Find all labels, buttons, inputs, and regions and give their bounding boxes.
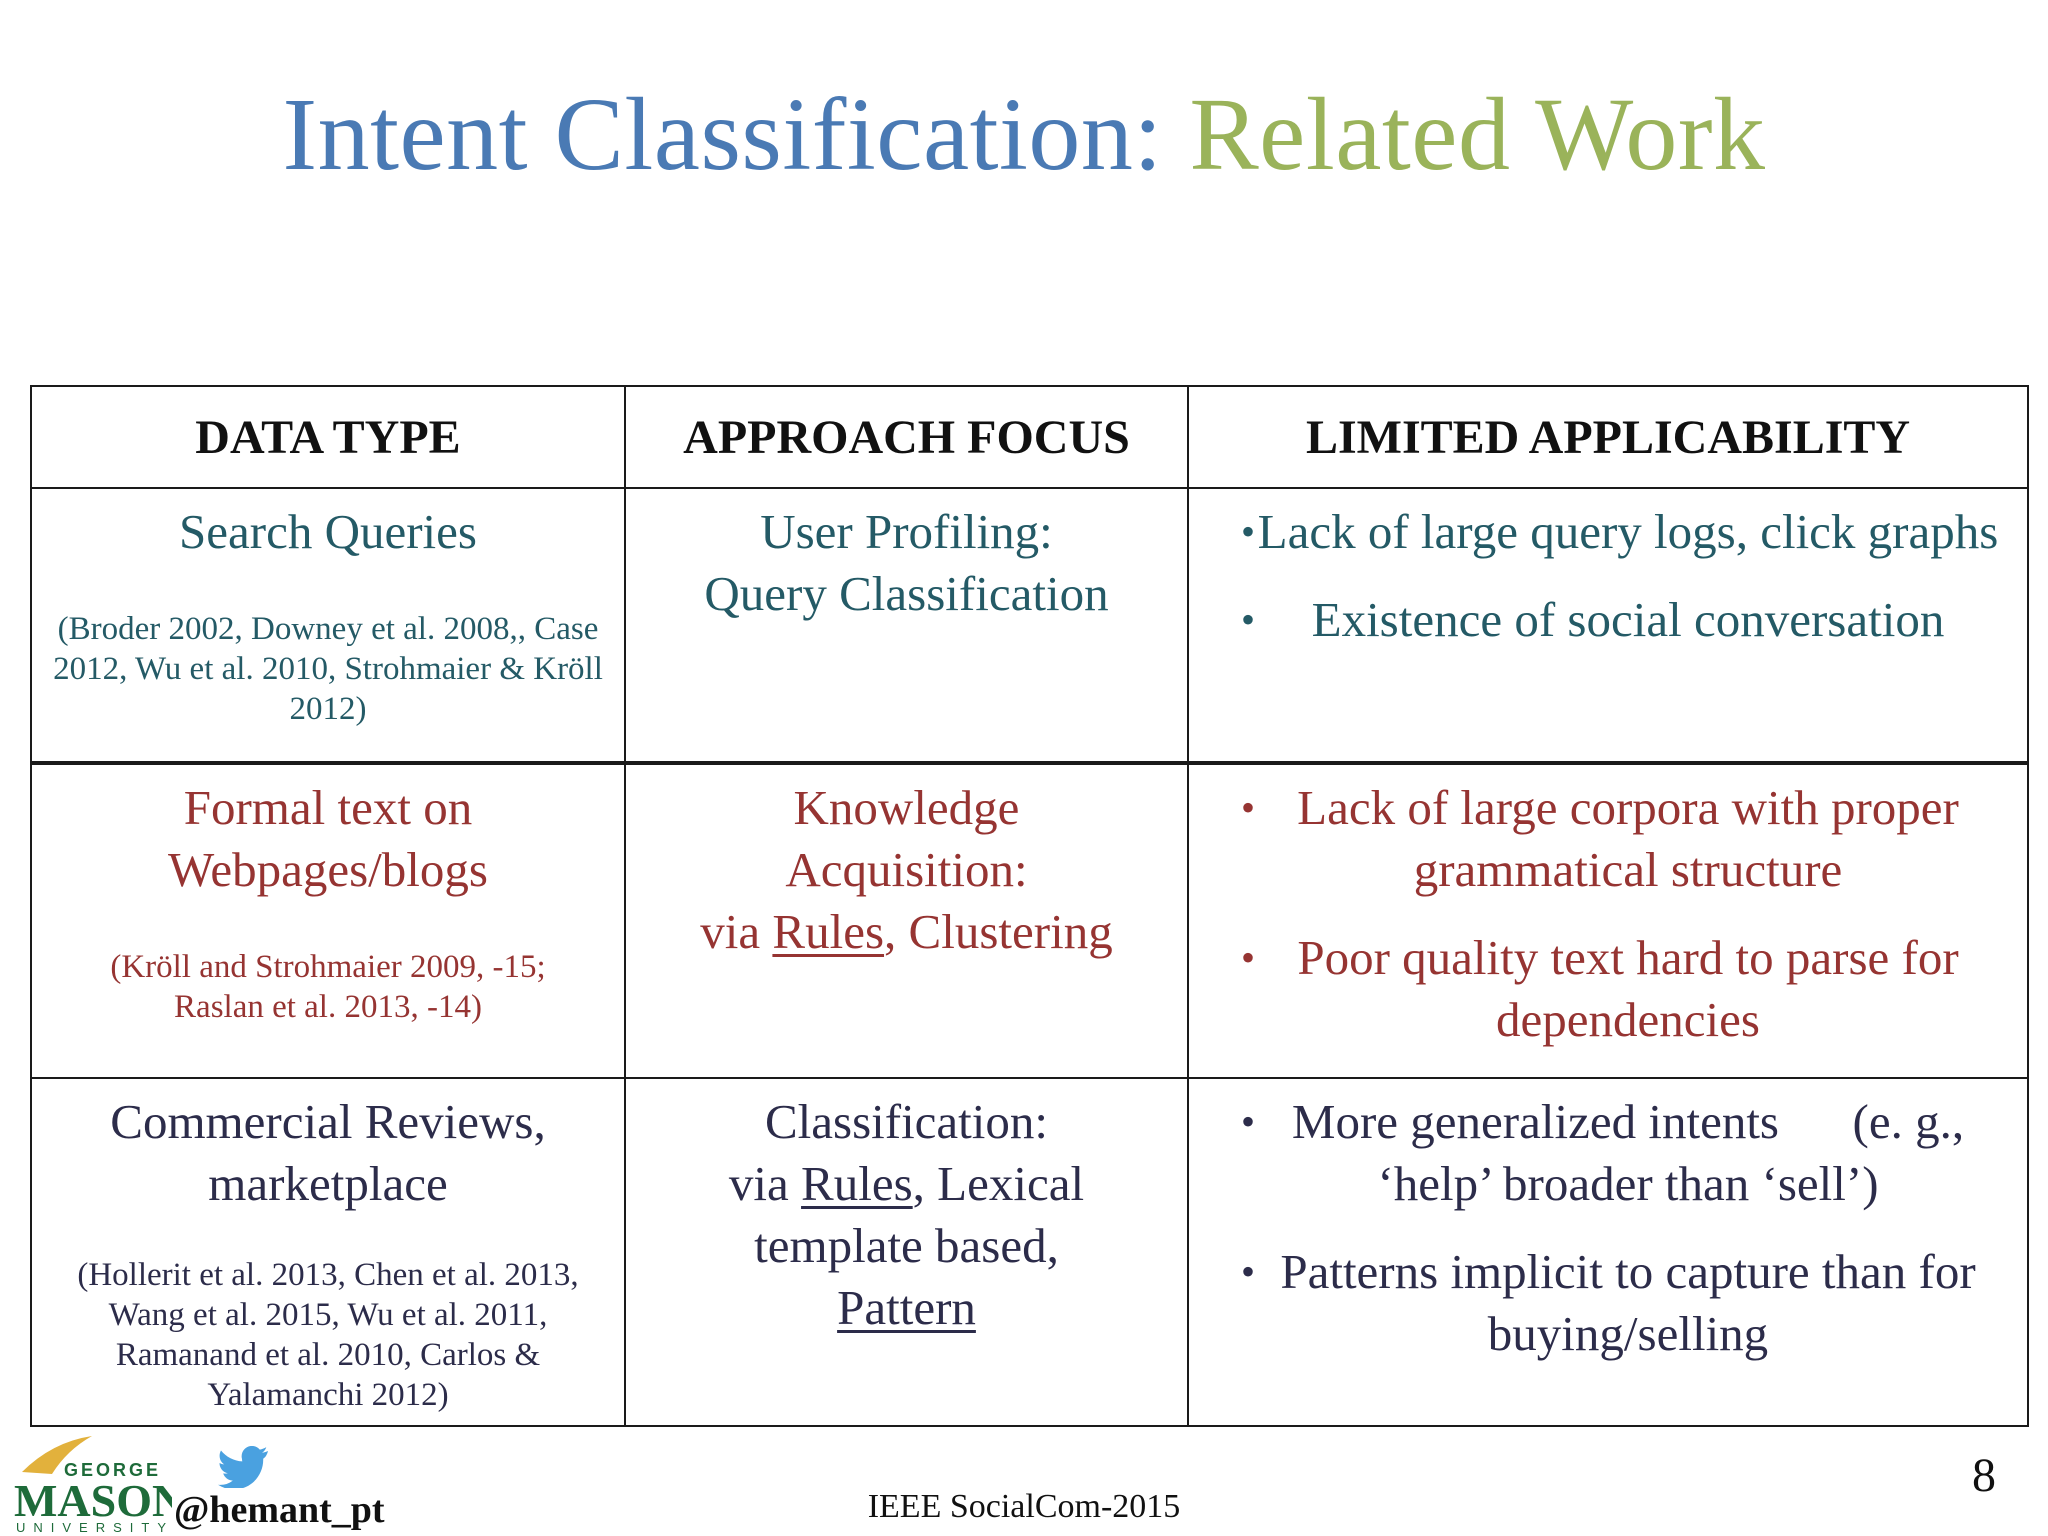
rules-link: Rules <box>772 904 885 959</box>
references: (Broder 2002, Downey et al. 2008,, Case … <box>53 611 603 727</box>
approach-line: Classification: <box>764 1094 1049 1149</box>
limitation-item: •Poor quality text hard to parse for dep… <box>1219 927 2007 1051</box>
bullet-icon: • <box>1241 1099 1256 1144</box>
data-type-cell: Formal text on Webpages/blogs (Kröll and… <box>30 762 626 1079</box>
svg-text:UNIVERSITY: UNIVERSITY <box>16 1520 172 1532</box>
limitation-item: •More generalized intents (e. g., ‘help’… <box>1219 1091 2007 1215</box>
limitation-item: •Patterns implicit to capture than for b… <box>1219 1241 2007 1365</box>
data-type-label: Formal text on Webpages/blogs <box>168 780 488 897</box>
table-row: Search Queries (Broder 2002, Downey et a… <box>30 487 2029 765</box>
twitter-bird-icon <box>218 1446 268 1488</box>
bullet-icon: • <box>1241 935 1256 980</box>
pattern-link: Pattern <box>837 1280 976 1335</box>
header-limited-applicability: LIMITED APPLICABILITY <box>1187 385 2029 489</box>
table-row: Formal text on Webpages/blogs (Kröll and… <box>30 762 2029 1079</box>
data-type-label: Search Queries <box>179 504 477 559</box>
limitations-cell: •More generalized intents (e. g., ‘help’… <box>1187 1077 2029 1427</box>
title-part1: Intent Classification: <box>282 77 1163 192</box>
twitter-handle: @hemant_pt <box>174 1489 385 1531</box>
bullet-icon: • <box>1241 785 1256 830</box>
data-type-cell: Commercial Reviews, marketplace (Holleri… <box>30 1077 626 1427</box>
header-approach-focus: APPROACH FOCUS <box>624 385 1189 489</box>
limitations-cell: •Lack of large corpora with proper gramm… <box>1187 762 2029 1079</box>
mason-logo: GEORGE MASON UNIVERSITY <box>14 1436 172 1532</box>
limitation-item: •Lack of large corpora with proper gramm… <box>1219 777 2007 901</box>
references: (Hollerit et al. 2013, Chen et al. 2013,… <box>77 1257 579 1413</box>
bullet-icon: • <box>1241 1249 1256 1294</box>
title-part2: Related Work <box>1189 77 1766 192</box>
limitation-item: •Existence of social conversation <box>1219 589 2007 651</box>
limitation-item: •Lack of large query logs, click graphs <box>1219 501 2007 563</box>
approach-line: Knowledge Acquisition: <box>785 780 1028 897</box>
bullet-icon: • <box>1241 597 1256 642</box>
bullet-icon: • <box>1241 509 1256 554</box>
data-type-label: Commercial Reviews, marketplace <box>110 1094 546 1211</box>
slide-title: Intent Classification: Related Work <box>0 70 2048 200</box>
header-data-type: DATA TYPE <box>30 385 626 489</box>
related-work-table: DATA TYPE APPROACH FOCUS LIMITED APPLICA… <box>30 385 2029 1427</box>
approach-cell: Classification: via Rules, Lexical templ… <box>624 1077 1189 1427</box>
data-type-cell: Search Queries (Broder 2002, Downey et a… <box>30 487 626 765</box>
page-number: 8 <box>1972 1449 1996 1502</box>
approach-cell: User Profiling: Query Classification <box>624 487 1189 765</box>
references: (Kröll and Strohmaier 2009, -15; Raslan … <box>110 949 546 1025</box>
table-row: Commercial Reviews, marketplace (Holleri… <box>30 1077 2029 1427</box>
conference-label: IEEE SocialCom-2015 <box>867 1488 1181 1525</box>
rules-link: Rules <box>801 1156 913 1211</box>
approach-line: User Profiling: <box>760 504 1053 559</box>
limitations-cell: •Lack of large query logs, click graphs … <box>1187 487 2029 765</box>
svg-text:GEORGE: GEORGE <box>64 1460 161 1480</box>
approach-cell: Knowledge Acquisition: via Rules, Cluste… <box>624 762 1189 1079</box>
svg-text:MASON: MASON <box>14 1475 172 1526</box>
approach-line: Query Classification <box>704 566 1109 621</box>
table-header-row: DATA TYPE APPROACH FOCUS LIMITED APPLICA… <box>30 385 2029 489</box>
